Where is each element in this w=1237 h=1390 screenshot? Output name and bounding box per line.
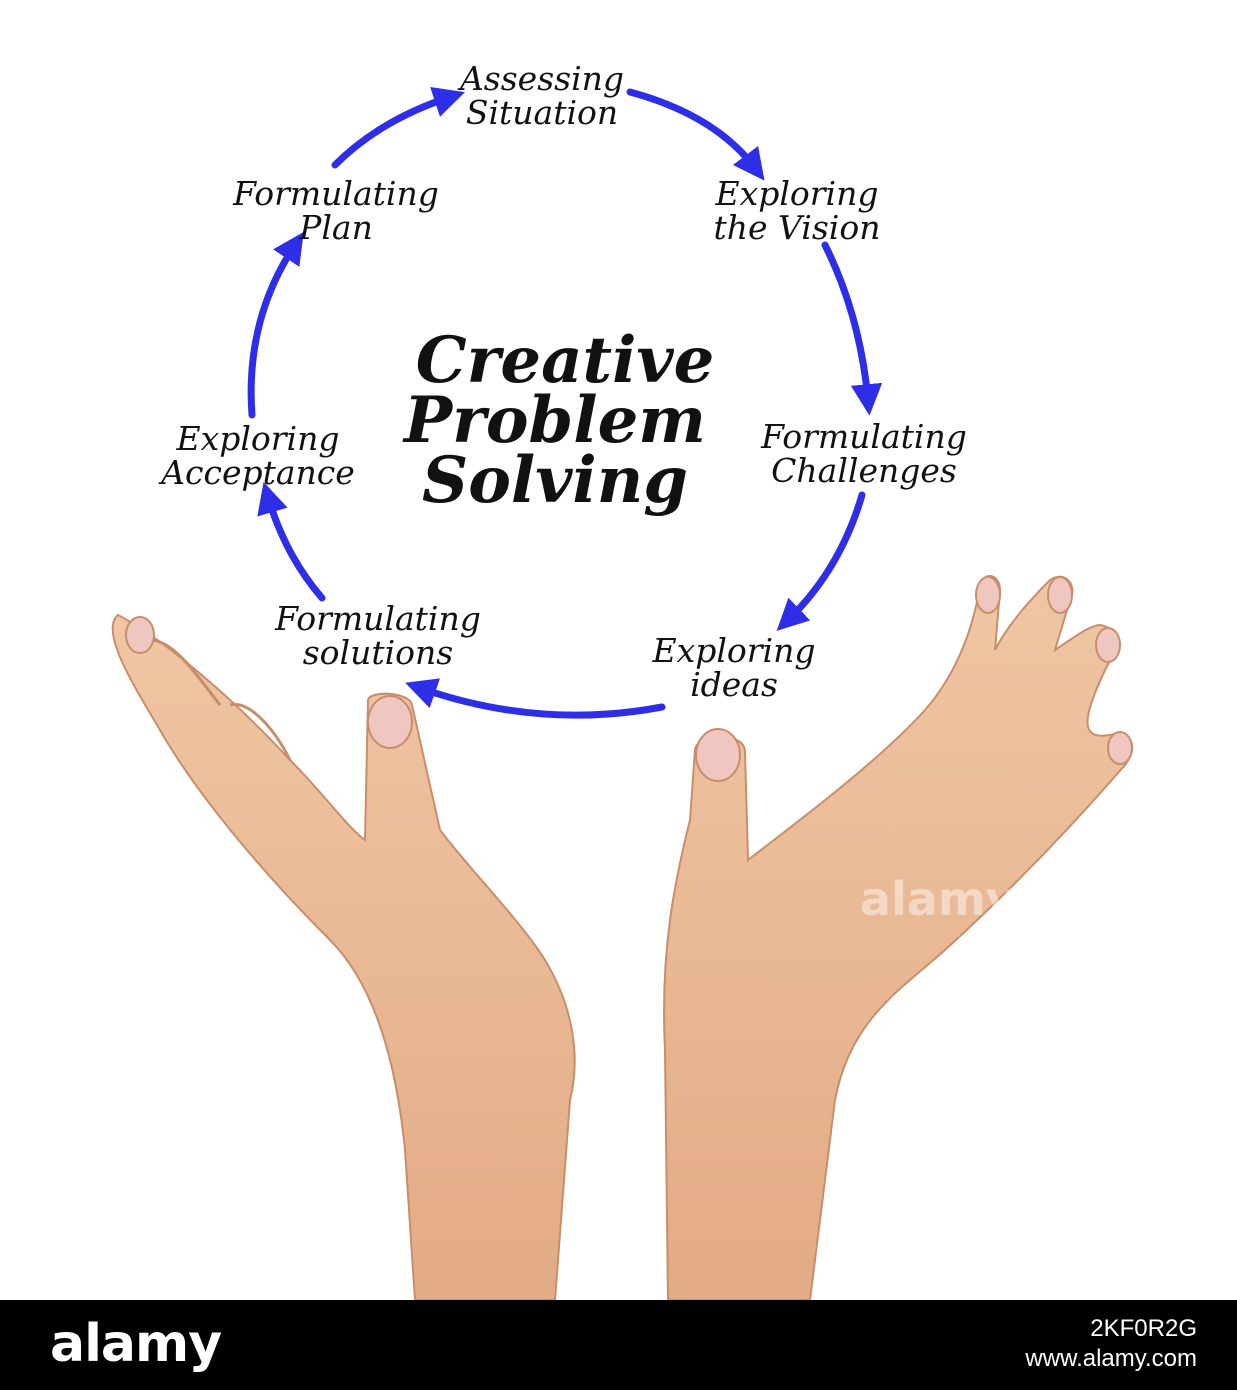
diagram-title: Creative Problem Solving [402, 323, 714, 518]
image-info: 2KF0R2G www.alamy.com [1025, 1314, 1197, 1374]
arrow-challenges-to-ideas [776, 491, 866, 631]
site-url: www.alamy.com [1025, 1345, 1197, 1372]
left-hand-image [111, 613, 576, 1300]
arrow-ideas-to-solutions [405, 678, 666, 719]
arrow-assessing-to-vision [626, 88, 765, 181]
step-label-line1: Formulating [760, 417, 967, 456]
stock-footer-bar: alamy 2KF0R2G www.alamy.com [0, 1300, 1237, 1390]
image-id: 2KF0R2G [1090, 1315, 1197, 1342]
step-label-line1: Exploring [715, 174, 879, 213]
step-label-line1: Formulating [274, 599, 481, 638]
step-label-line2: solutions [303, 633, 453, 672]
arrow-plan-to-assessing [331, 86, 465, 169]
watermark: alamy [860, 872, 1016, 926]
step-label-line2: Acceptance [158, 453, 355, 492]
title-line3: Solving [422, 443, 688, 518]
arrow-solutions-to-acceptance [257, 481, 326, 602]
title-line2: Problem [402, 383, 706, 458]
step-formulating-solutions: Formulating solutions [274, 599, 481, 672]
title-line1: Creative [416, 323, 715, 398]
alamy-logo: alamy [50, 1314, 222, 1374]
step-exploring-acceptance: Exploring Acceptance [158, 419, 355, 492]
step-formulating-plan: Formulating Plan [232, 174, 439, 247]
step-label-line2: the Vision [714, 208, 881, 247]
step-label-line1: Assessing [457, 59, 624, 98]
step-label-line1: Formulating [232, 174, 439, 213]
right-hand-image [663, 575, 1134, 1300]
step-label-line2: ideas [690, 665, 778, 704]
step-label-line1: Exploring [652, 631, 816, 670]
step-label-line1: Exploring [176, 419, 340, 458]
step-label-line2: Plan [298, 208, 373, 247]
step-exploring-ideas: Exploring ideas [652, 631, 816, 704]
step-exploring-the-vision: Exploring the Vision [714, 174, 881, 247]
cycle-arrows [247, 86, 883, 719]
step-formulating-challenges: Formulating Challenges [760, 417, 967, 490]
diagram-canvas: Assessing Situation Exploring the Vision… [111, 59, 1134, 1300]
arrow-acceptance-to-plan [247, 231, 304, 419]
step-label-line2: Challenges [771, 451, 957, 490]
step-label-line2: Situation [466, 93, 618, 132]
step-assessing-situation: Assessing Situation [457, 59, 624, 132]
arrow-vision-to-challenges [821, 241, 883, 416]
